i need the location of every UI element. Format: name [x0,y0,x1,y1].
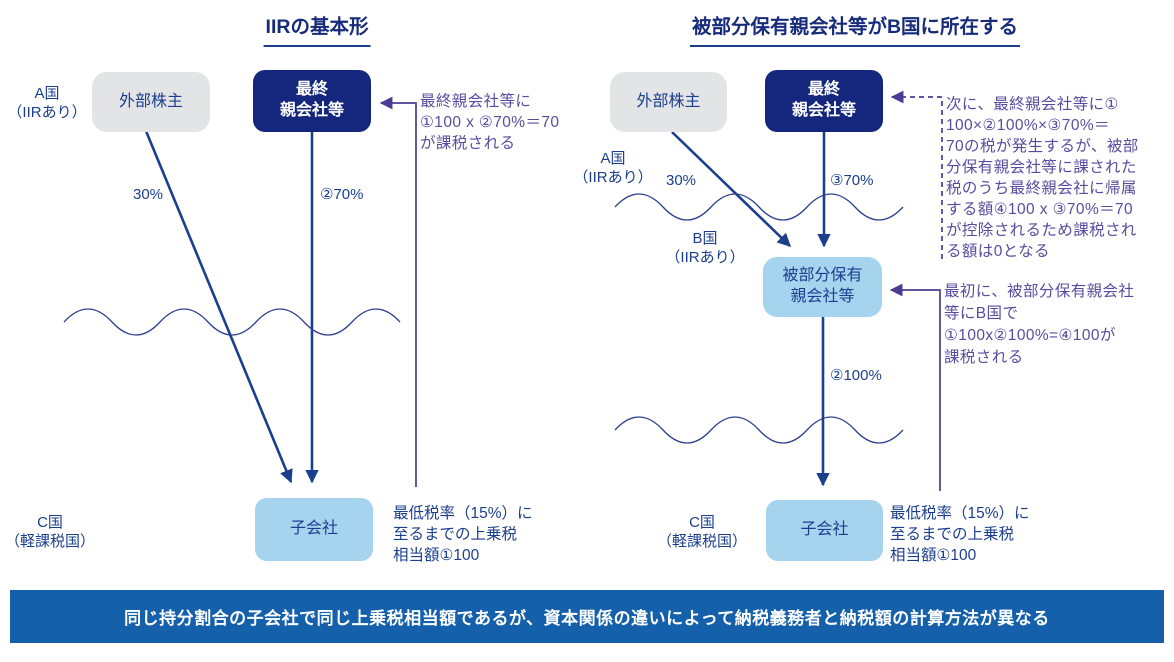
right-external-to-pope-arrow [671,131,791,247]
right-external-shareholder-box: 外部株主 [610,72,727,132]
left-ultimate-parent-box: 最終 親会社等 [253,70,371,132]
left-country-c-label: C国 （軽課税国） [4,514,95,550]
left-country-border-wave [63,308,401,336]
left-diagram-title-text: IIRの基本形 [263,10,371,47]
left-diagram-title: IIRの基本形 [263,10,371,47]
right-subsidiary-box: 子会社 [766,500,883,561]
right-ownership-100pct-label: ②100% [830,367,882,384]
right-country-b-label: B国 （IIRあり） [665,230,745,266]
left-tax-flow-elbow-arrow [379,96,417,487]
right-diagram-title: 被部分保有親会社等がB国に所在する [689,10,1021,47]
left-ownership-70pct-label: ②70% [320,186,364,203]
left-subsidiary-box: 子会社 [255,498,373,561]
left-external-to-subsidiary-arrow [144,130,293,484]
right-first-step-note: 最初に、被部分保有親会社 等にB国で ①100x②100%=④100が 課税され… [944,283,1135,366]
right-second-step-dashed-elbow-arrow [890,90,943,259]
left-external-shareholder-box: 外部株主 [92,72,210,132]
right-partially-owned-parent-box: 被部分保有 親会社等 [763,257,882,317]
right-country-border-wave-bc [614,416,904,444]
right-diagram-title-text: 被部分保有親会社等がB国に所在する [689,10,1021,47]
right-topup-note: 最低税率（15%）に 至るまでの上乗税 相当額①100 [890,505,1030,564]
right-ownership-70pct-label: ③70% [830,172,874,189]
right-first-step-elbow-arrow [889,283,941,491]
left-parent-tax-note: 最終親会社等に ①100 x ②70%＝70 が課税される [420,93,560,152]
right-ownership-30pct-label: 30% [666,172,697,189]
right-country-a-label: A国 （IIRあり） [573,150,653,186]
right-country-c-label: C国 （軽課税国） [656,514,747,550]
left-ownership-30pct-label: 30% [133,186,164,203]
right-country-border-wave-ab [614,193,904,221]
left-topup-note: 最低税率（15%）に 至るまでの上乗税 相当額①100 [393,505,533,564]
left-country-a-label: A国 （IIRあり） [7,85,87,121]
right-second-step-note: 次に、最終親会社等に① 100×②100%×③70%＝ 70の税が発生するが、被… [946,96,1139,260]
right-ultimate-parent-box: 最終 親会社等 [765,70,883,132]
summary-banner: 同じ持分割合の子会社で同じ上乗税相当額であるが、資本関係の違いによって納税義務者… [10,590,1164,643]
